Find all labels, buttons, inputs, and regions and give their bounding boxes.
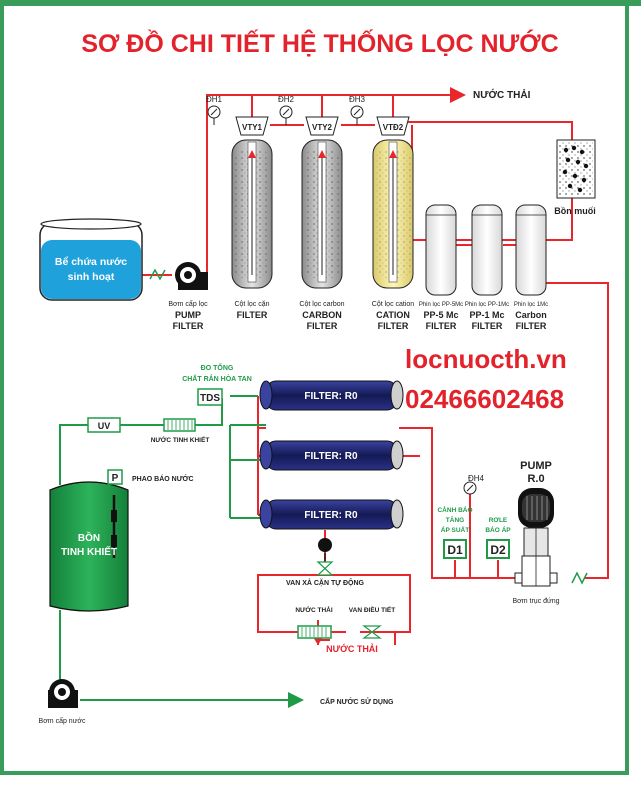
label-col3-big1: CATION	[376, 310, 410, 320]
label-col3-big2: FILTER	[378, 321, 409, 331]
float-sensor	[107, 469, 123, 485]
pure-water-tank	[49, 481, 129, 612]
label-p: P	[112, 473, 119, 484]
gauge-dh4-needle	[466, 484, 474, 492]
label-col1-big: FILTER	[237, 310, 268, 320]
label-be-chua-2: sinh hoạt	[68, 271, 115, 283]
ro-membrane-1	[259, 380, 404, 411]
pure-water-strainer	[163, 418, 196, 432]
label-col2-small: Cột lọc carbon	[299, 301, 344, 308]
label-van-xa: VAN XẢ CẶN TỰ ĐỘNG	[286, 578, 365, 587]
pressure-gauges	[207, 105, 364, 125]
top-border	[0, 0, 641, 6]
auto-flush-valve	[316, 538, 334, 576]
label-bom-truc-dung: Bơm trục đứng	[512, 598, 559, 605]
brand-website: locnuocth.vn	[405, 344, 567, 374]
label-bon-2: TINH KHIẾT	[61, 545, 117, 558]
label-pp1-small: Phin lọc PP-1Mc	[465, 302, 509, 308]
label-dh4: ĐH4	[468, 474, 485, 483]
label-nuoc-thai-small: NƯỚC THẢI	[295, 605, 332, 614]
label-carb-big2: FILTER	[516, 321, 547, 331]
pressure-relay-d2	[486, 539, 510, 559]
drain-strainer	[297, 625, 332, 639]
label-col2-big1: CARBON	[302, 310, 342, 320]
column-cation	[372, 139, 414, 289]
valve-heads	[235, 116, 410, 136]
label-bon-muoi: Bồn muối	[554, 206, 596, 216]
label-carb-small: Phin lọc 1Mc	[514, 302, 548, 308]
label-canh-bao-3: ÁP SUẤT	[441, 524, 469, 534]
label-canh-bao-1: CẢNH BÁO	[437, 505, 472, 514]
label-pump-ro-1: PUMP	[520, 460, 552, 472]
label-van-dieu-tiet: VAN ĐIỀU TIẾT	[349, 604, 395, 614]
label-col2-big2: FILTER	[307, 321, 338, 331]
label-role-1: RƠLE	[489, 517, 508, 524]
label-bom-cap-nuoc: Bơm cấp nước	[39, 716, 86, 725]
label-nuoc-thai-bottom: NƯỚC THẢI	[326, 643, 378, 654]
ro-membrane-2	[259, 440, 404, 471]
label-ro2: FILTER: R0	[304, 451, 358, 462]
label-vty2: VTY2	[312, 123, 333, 132]
column-sediment	[231, 139, 273, 289]
label-tds: TDS	[200, 393, 220, 404]
brand-phone: 02466602468	[405, 384, 564, 414]
check-valve-icon	[149, 268, 166, 281]
label-pp5-big2: FILTER	[426, 321, 457, 331]
label-nuoc-tinh-khiet: NƯỚC TINH KHIẾT	[151, 434, 210, 444]
page-title: SƠ ĐỒ CHI TIẾT HỆ THỐNG LỌC NƯỚC	[81, 28, 558, 58]
column-carbon	[301, 139, 343, 289]
label-nuoc-thai-top: NƯỚC THẢI	[473, 88, 531, 101]
label-pp5-small: Phin lọc PP-5Mc	[419, 302, 463, 308]
label-do-tong-2: CHẤT RẮN HÒA TAN	[182, 373, 252, 383]
pump-filter-icon	[175, 262, 208, 290]
label-bom-cap-loc: Bơm cấp lọc	[168, 299, 208, 308]
label-dh3: ĐH3	[349, 95, 366, 104]
label-vtd2: VTĐ2	[383, 123, 404, 132]
tds-meter	[197, 388, 223, 406]
pressure-alarm-d1	[443, 539, 467, 559]
regulating-valve-icon	[362, 625, 382, 639]
green-pipes	[59, 395, 304, 708]
nuoc-thai-arrow-icon	[313, 637, 323, 645]
uv-lamp	[87, 417, 121, 433]
label-col3-small: Cột lọc cation	[372, 301, 415, 308]
ro-membrane-3	[259, 499, 404, 530]
supply-pump-icon	[48, 679, 78, 708]
label-pump-ro-2: R.0	[527, 473, 544, 485]
be-chua-tank	[39, 218, 143, 301]
label-d1: D1	[447, 543, 463, 557]
label-be-chua-1: Bể chứa nước	[55, 256, 127, 268]
label-ro1: FILTER: R0	[304, 391, 358, 402]
label-canh-bao-2: TĂNG	[446, 515, 464, 524]
label-pp1-big1: PP-1 Mc	[469, 310, 504, 320]
label-bon-1: BỒN	[78, 531, 100, 544]
bottom-border	[0, 771, 629, 775]
label-do-tong-1: ĐO TỔNG	[201, 363, 234, 372]
label-vty1: VTY1	[242, 123, 263, 132]
label-carb-big1: Carbon	[515, 310, 547, 320]
left-border	[0, 0, 4, 775]
label-pump-filter-2: FILTER	[173, 321, 204, 331]
salt-tank	[556, 139, 596, 199]
right-border	[625, 0, 629, 775]
cartridge-housings	[425, 204, 547, 296]
label-phao-bao-nuoc: PHAO BÁO NƯỚC	[132, 474, 194, 483]
label-pump-filter-1: PUMP	[175, 310, 201, 320]
label-role-2: BÁO ÁP	[485, 525, 511, 534]
label-dh2: ĐH2	[278, 95, 295, 104]
label-pp5-big1: PP-5 Mc	[423, 310, 458, 320]
check-valve-ro-icon	[571, 571, 588, 585]
label-cap-nuoc: CẤP NƯỚC SỬ DỤNG	[320, 696, 394, 706]
ro-pump-icon	[514, 488, 558, 587]
label-uv: UV	[98, 421, 111, 431]
label-col1-small: Cột lọc cặn	[234, 301, 269, 308]
label-dh1: ĐH1	[206, 95, 223, 104]
label-d2: D2	[490, 543, 506, 557]
label-ro3: FILTER: R0	[304, 510, 358, 521]
label-pp1-big2: FILTER	[472, 321, 503, 331]
